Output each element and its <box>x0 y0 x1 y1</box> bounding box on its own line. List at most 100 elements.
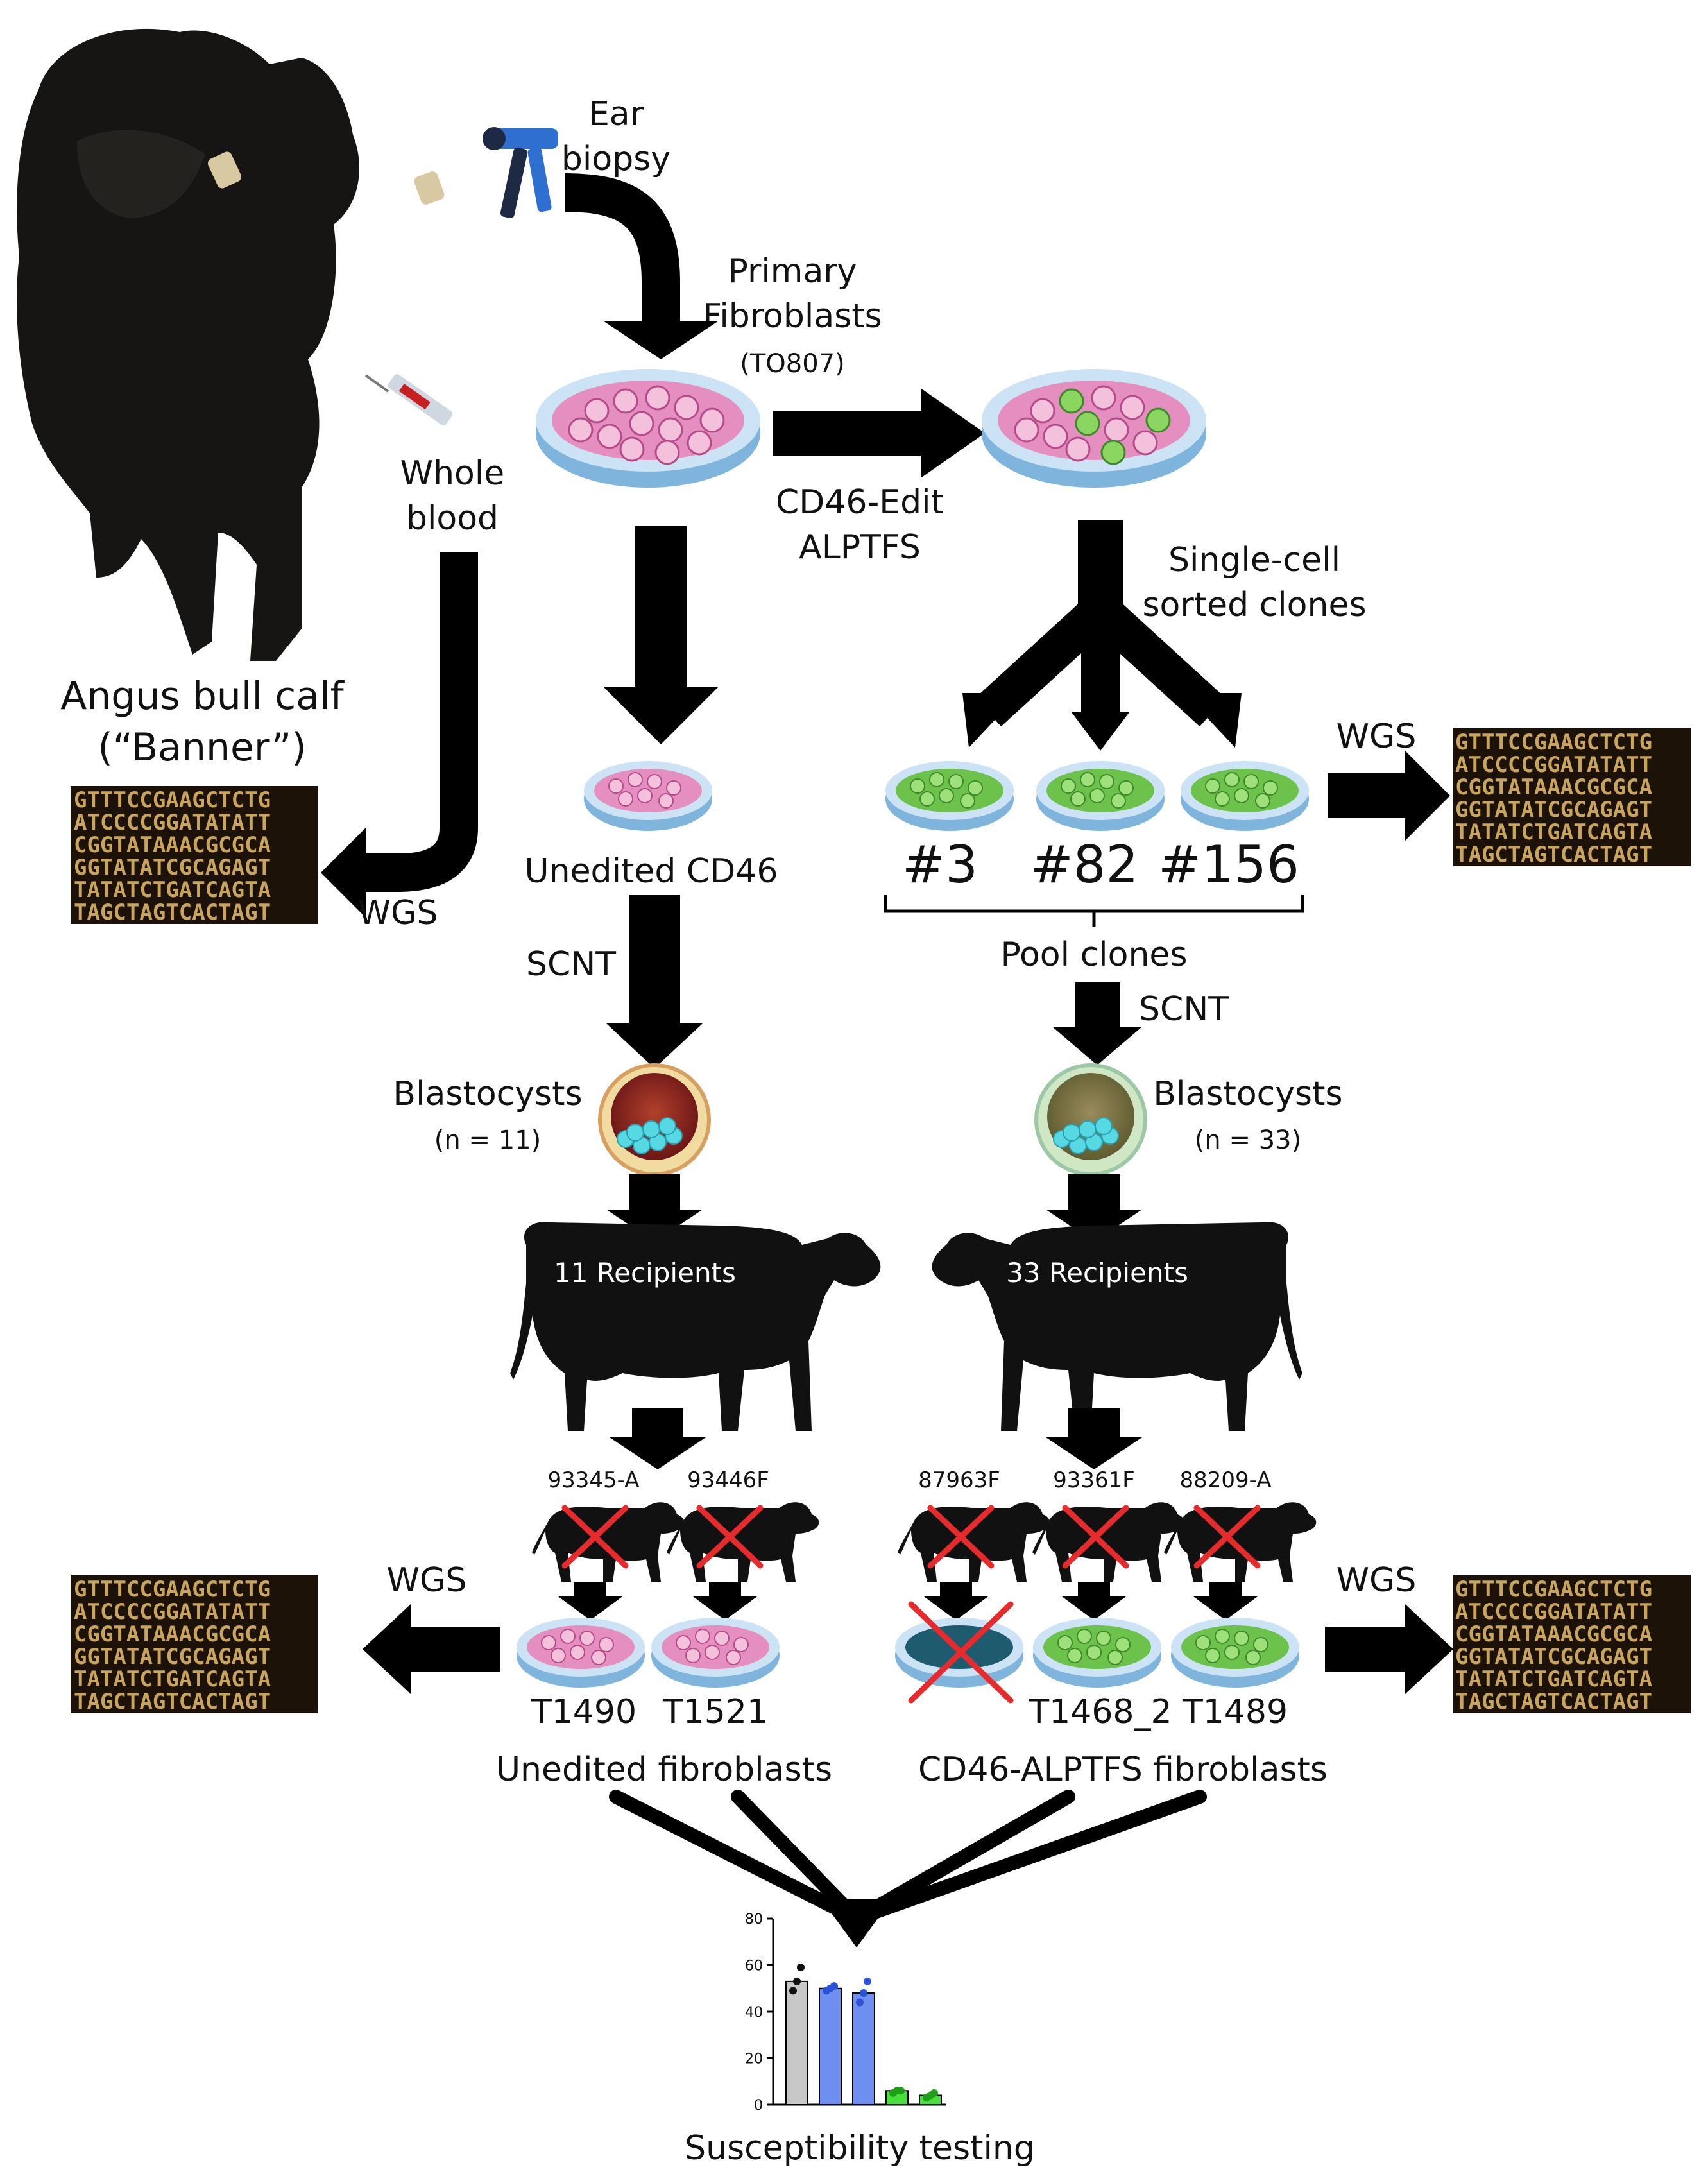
cross-marks-calves <box>561 1505 1261 1569</box>
y-tick-label-60: 60 <box>745 1958 763 1974</box>
arrow-to-calves-right <box>1046 1408 1142 1469</box>
svg-text:ATCCCCGGATATATT: ATCCCCGGATATATT <box>1455 752 1652 778</box>
blastocysts-label-right: Blastocysts <box>1153 1075 1342 1113</box>
wgs-label-edited-lines: WGS <box>1337 1561 1417 1600</box>
blastocysts-label-left: Blastocysts <box>393 1075 582 1113</box>
point-3-2 <box>860 1989 867 1997</box>
calf-93361 <box>1032 1502 1185 1582</box>
arrow-to-recipients-right <box>1046 1174 1142 1242</box>
point-1-1 <box>789 1987 797 1995</box>
svg-text:TAGCTAGTCACTAGT: TAGCTAGTCACTAGT <box>1455 842 1652 868</box>
dish-T1489 <box>1171 1618 1299 1688</box>
clone-label-3: #3 <box>902 835 978 894</box>
calf-93345 <box>532 1502 685 1582</box>
edit-label-2: ALPTFS <box>799 528 921 567</box>
svg-text:ATCCCCGGATATATT: ATCCCCGGATATATT <box>1455 1599 1652 1625</box>
calf-id-93446: 93446F <box>687 1468 769 1493</box>
point-3-1 <box>856 1998 864 2007</box>
dish-T1521 <box>651 1618 780 1688</box>
svg-text:ATCCCCGGATATATT: ATCCCCGGATATATT <box>74 1599 271 1625</box>
ear-biopsy-label-1: Ear <box>588 95 644 133</box>
line-label-T1489: T1489 <box>1182 1693 1288 1731</box>
svg-text:GTTTCCGAAGCTCTG: GTTTCCGAAGCTCTG <box>74 1577 271 1602</box>
svg-text:ATCCCCGGATATATT: ATCCCCGGATATATT <box>74 810 271 835</box>
recipient-cow-right <box>932 1222 1302 1431</box>
arrow-clones-to-wgs <box>1328 751 1450 841</box>
whole-blood-label-1: Whole <box>400 454 505 493</box>
angus-calf-image <box>17 28 445 661</box>
pool-bracket <box>884 895 1304 927</box>
calf-id-93361: 93361F <box>1053 1468 1135 1493</box>
arrow-biopsy-to-fibroblasts <box>564 173 719 359</box>
sequence-box-edited-lines: GTTTCCGAAGCTCTG ATCCCCGGATATATT CGGTATAA… <box>1453 1575 1691 1715</box>
svg-text:GTTTCCGAAGCTCTG: GTTTCCGAAGCTCTG <box>1455 1577 1652 1602</box>
scnt-label-right: SCNT <box>1139 990 1229 1029</box>
bar-2 <box>819 1987 842 2105</box>
calf-id-93345: 93345-A <box>548 1468 640 1493</box>
bar-1 <box>785 1980 808 2105</box>
svg-text:TATATCTGATCAGTA: TATATCTGATCAGTA <box>1455 1666 1652 1692</box>
svg-text:TAGCTAGTCACTAGT: TAGCTAGTCACTAGT <box>1455 1689 1652 1715</box>
svg-text:CGGTATAAACGCGCA: CGGTATAAACGCGCA <box>74 832 271 858</box>
calf-id-88209: 88209-A <box>1180 1468 1272 1493</box>
blastocysts-n-left: (n = 11) <box>434 1126 541 1155</box>
unedited-cd46-label: Unedited CD46 <box>525 852 778 891</box>
line-label-T1468_2: T1468_2 <box>1028 1693 1172 1731</box>
blastocyst-unedited <box>598 1063 711 1176</box>
wgs-label-clones: WGS <box>1337 717 1417 756</box>
edited-fibroblasts-label: CD46-ALPTFS fibroblasts <box>918 1750 1328 1789</box>
arrows-calves-to-dishes <box>558 1582 1258 1620</box>
calf-caption-2: (“Banner”) <box>98 725 306 770</box>
svg-text:CGGTATAAACGCGCA: CGGTATAAACGCGCA <box>74 1622 271 1647</box>
arrow-fibroblasts-to-edit <box>773 388 985 478</box>
svg-text:TAGCTAGTCACTAGT: TAGCTAGTCACTAGT <box>74 900 271 925</box>
clone-label-82: #82 <box>1030 835 1139 894</box>
recipients-label-left: 11 Recipients <box>554 1257 736 1288</box>
unedited-cd46-dish <box>584 761 712 831</box>
calf-caption-1: Angus bull calf <box>60 674 345 719</box>
primary-fibroblasts-label-1: Primary <box>728 252 857 291</box>
single-cell-label-1: Single-cell <box>1168 541 1340 579</box>
sequence-box-unedited-lines: GTTTCCGAAGCTCTG ATCCCCGGATATATT CGGTATAA… <box>71 1575 318 1715</box>
svg-text:TAGCTAGTCACTAGT: TAGCTAGTCACTAGT <box>74 1689 271 1715</box>
dish-T1468_2 <box>1033 1618 1161 1688</box>
point-3-3 <box>864 1977 871 1985</box>
arrows-to-susceptibility <box>609 1790 1207 1926</box>
syringe-icon <box>364 374 453 425</box>
pool-clones-label: Pool clones <box>1000 936 1187 974</box>
arrow-to-calves-left <box>610 1408 706 1469</box>
bar-3 <box>852 1992 875 2105</box>
edited-pool-dish <box>982 369 1206 488</box>
edit-label-1: CD46-Edit <box>776 483 944 522</box>
svg-text:GGTATATCGCAGAGT: GGTATATCGCAGAGT <box>1455 797 1652 823</box>
arrow-unedited-lines-to-wgs <box>363 1604 500 1694</box>
unedited-fibroblasts-label: Unedited fibroblasts <box>496 1750 832 1789</box>
dish-T1490 <box>517 1618 645 1688</box>
svg-text:GTTTCCGAAGCTCTG: GTTTCCGAAGCTCTG <box>74 787 271 813</box>
y-tick-label-0: 0 <box>754 2098 763 2114</box>
dish-failed <box>895 1601 1023 1704</box>
blastocyst-edited <box>1034 1063 1147 1176</box>
point-1-2 <box>793 1977 801 1985</box>
sequence-box-clones: GTTTCCGAAGCTCTG ATCCCCGGATATATT CGGTATAA… <box>1453 728 1691 868</box>
svg-text:GGTATATCGCAGAGT: GGTATATCGCAGAGT <box>74 1644 271 1670</box>
primary-fibroblast-dish <box>536 369 760 488</box>
arrow-pool-to-blastocyst <box>1052 982 1142 1065</box>
point-1-3 <box>797 1964 805 1972</box>
ear-biopsy-label-2: biopsy <box>561 140 670 178</box>
svg-text:CGGTATAAACGCGCA: CGGTATAAACGCGCA <box>1455 775 1652 800</box>
susceptibility-label: Susceptibility testing <box>685 2129 1035 2168</box>
calf-id-87963: 87963F <box>918 1468 1000 1493</box>
svg-text:GGTATATCGCAGAGT: GGTATATCGCAGAGT <box>1455 1644 1652 1670</box>
svg-text:TATATCTGATCAGTA: TATATCTGATCAGTA <box>74 1666 271 1692</box>
arrow-edit-to-clones <box>962 520 1242 751</box>
arrow-blood-to-wgs <box>321 552 478 918</box>
calf-88209 <box>1164 1502 1317 1582</box>
line-label-T1521: T1521 <box>662 1693 768 1731</box>
svg-text:GTTTCCGAAGCTCTG: GTTTCCGAAGCTCTG <box>1455 730 1652 755</box>
svg-text:CGGTATAAACGCGCA: CGGTATAAACGCGCA <box>1455 1622 1652 1647</box>
cell-line-id-label: (TO807) <box>740 349 844 379</box>
svg-text:TATATCTGATCAGTA: TATATCTGATCAGTA <box>74 877 271 903</box>
whole-blood-label-2: blood <box>406 499 499 538</box>
point-5-3 <box>930 2089 938 2097</box>
